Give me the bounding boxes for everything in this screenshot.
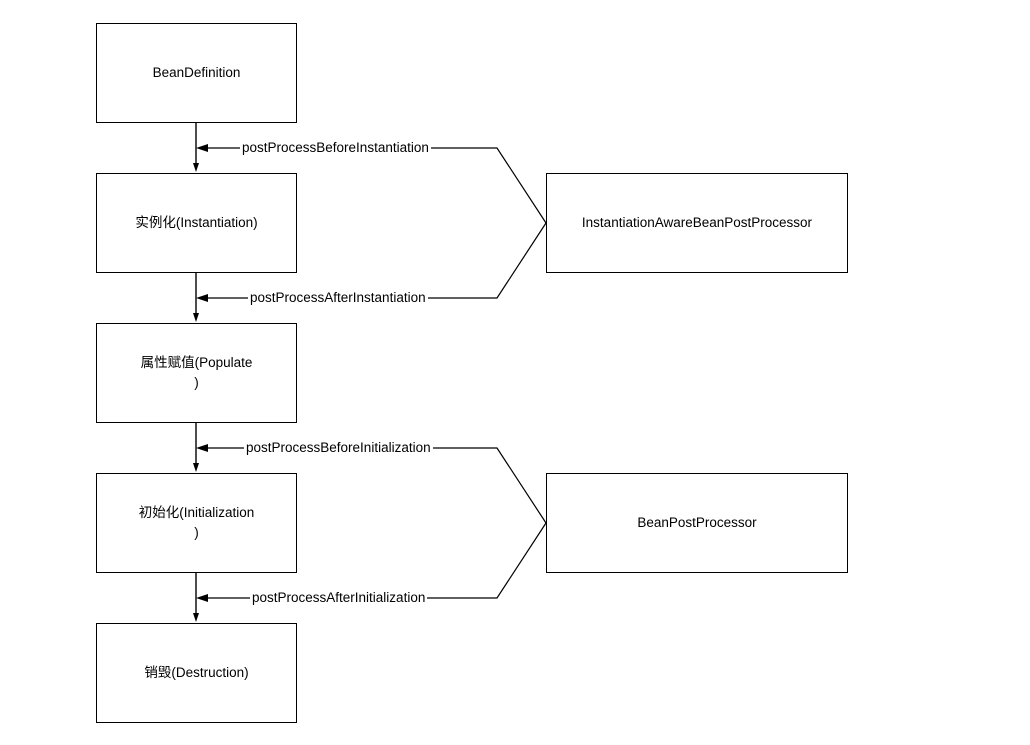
node-populate-label: 属性赋值(Populate )	[140, 355, 253, 390]
node-instantiation[interactable]: 实例化(Instantiation)	[96, 173, 297, 273]
node-bean-post-processor[interactable]: BeanPostProcessor	[546, 473, 848, 573]
node-instantiation-aware-bean-post-processor-label: InstantiationAwareBeanPostProcessor	[581, 215, 813, 230]
node-bean-definition-label: BeanDefinition	[152, 65, 241, 80]
connector-instantiation-to-populate	[193, 273, 199, 322]
connector-populate-to-initialization	[193, 423, 199, 472]
node-instantiation-aware-bean-post-processor[interactable]: InstantiationAwareBeanPostProcessor	[546, 173, 848, 273]
node-bean-definition[interactable]: BeanDefinition	[96, 23, 297, 123]
node-destruction-label: 销毁(Destruction)	[144, 665, 249, 680]
node-populate[interactable]: 属性赋值(Populate )	[96, 323, 297, 423]
node-destruction[interactable]: 销毁(Destruction)	[96, 623, 297, 723]
edge-label-post-process-after-instantiation: postProcessAfterInstantiation	[248, 290, 428, 306]
edge-label-post-process-before-initialization: postProcessBeforeInitialization	[244, 440, 433, 456]
connector-initialization-to-destruction	[193, 573, 199, 622]
node-initialization-label: 初始化(Initialization )	[138, 505, 255, 540]
node-instantiation-label: 实例化(Instantiation)	[135, 215, 258, 230]
node-initialization[interactable]: 初始化(Initialization )	[96, 473, 297, 573]
connector-beandefinition-to-instantiation	[193, 123, 199, 172]
edge-label-post-process-after-initialization: postProcessAfterInitialization	[250, 590, 428, 606]
edge-label-post-process-before-instantiation: postProcessBeforeInstantiation	[240, 140, 431, 156]
node-bean-post-processor-label: BeanPostProcessor	[637, 515, 757, 530]
